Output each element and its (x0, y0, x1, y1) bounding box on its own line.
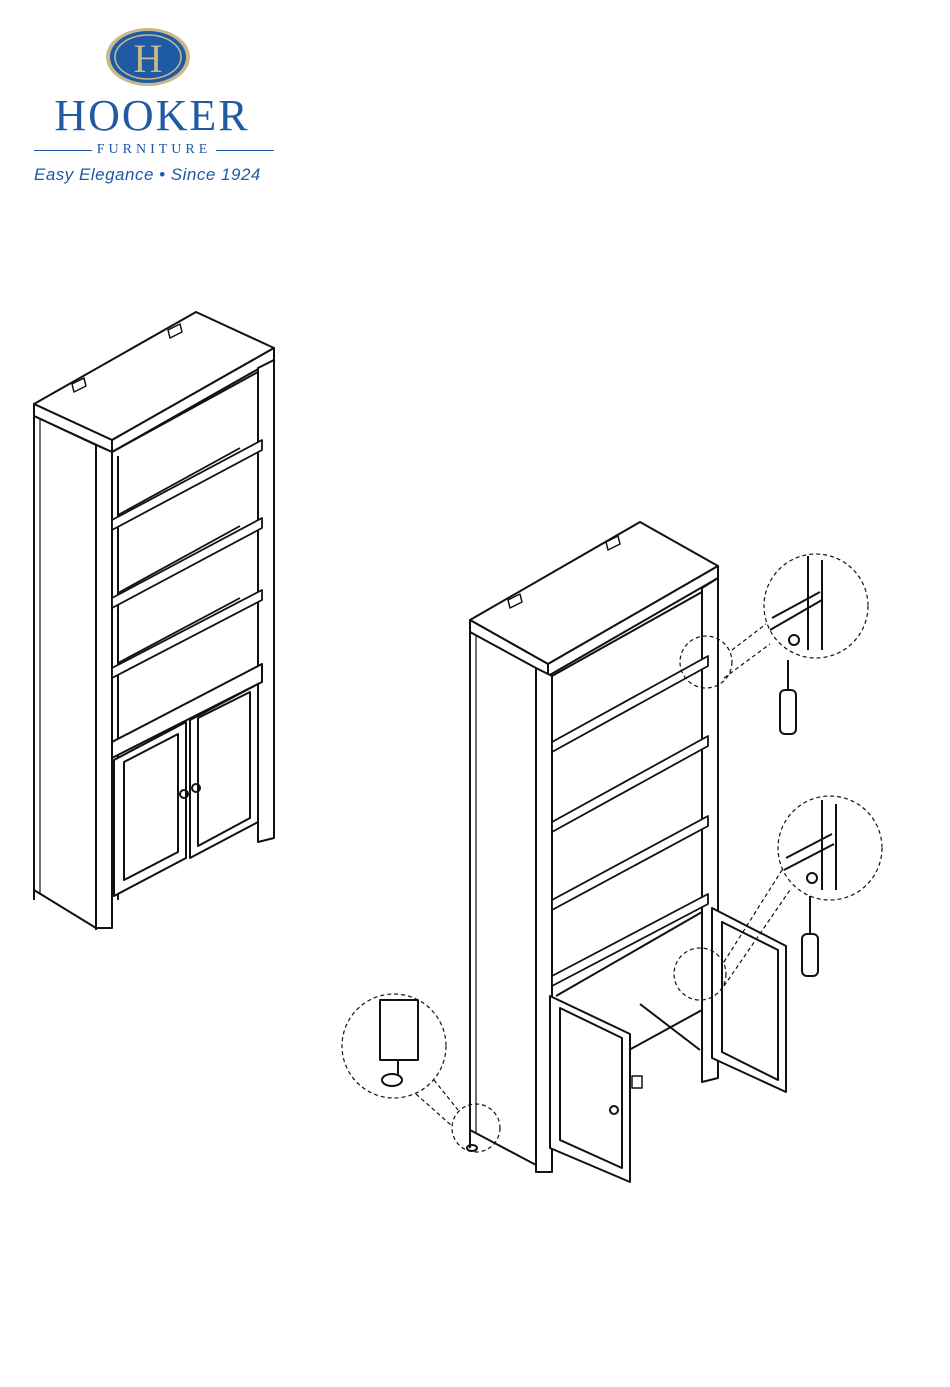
bookcase-open-doors-illustration (0, 0, 950, 1387)
